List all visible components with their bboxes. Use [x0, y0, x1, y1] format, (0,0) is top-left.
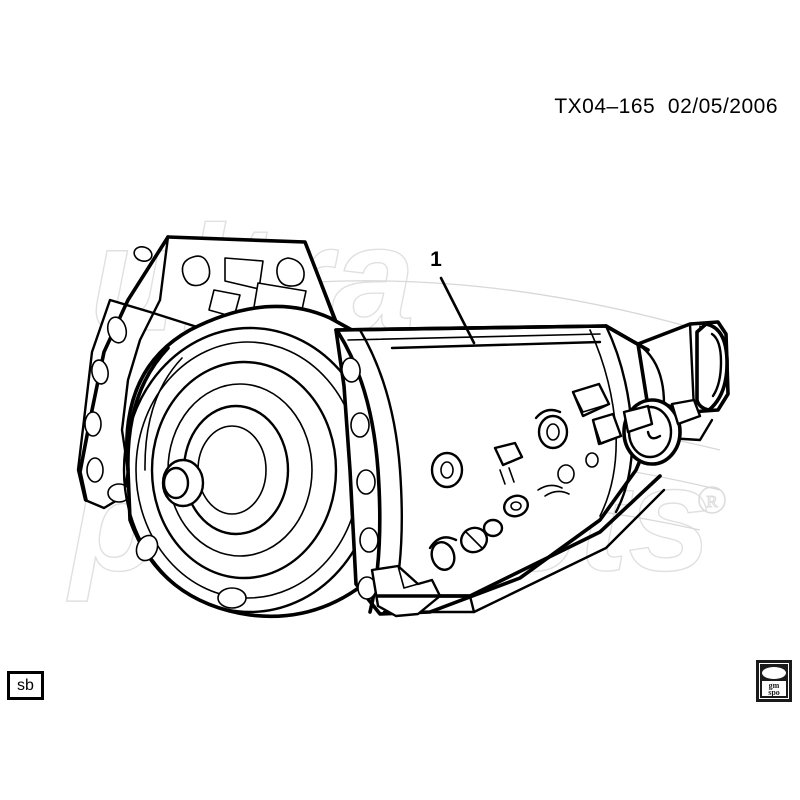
transmission-case [334, 324, 666, 618]
gm-spo-logo-icon: gm spo [756, 660, 792, 702]
callout-number-1[interactable]: 1 [430, 248, 442, 271]
gm-spo-logo: gm spo [756, 660, 792, 702]
output-shaft-end [695, 322, 729, 412]
artist-initials-box: sb [7, 671, 44, 700]
case-contour-accents [334, 324, 650, 598]
gm-logo-line-1: gm [769, 681, 780, 690]
transmission-assembly [76, 235, 730, 619]
drawing-header-code: TX04–165 02/05/2006 [554, 95, 778, 118]
callout-leader-line [439, 276, 476, 345]
case-mounting-foot [370, 564, 442, 618]
governor-cover [622, 398, 702, 466]
svg-text:R: R [706, 492, 718, 511]
watermark-trademark-icon: R [698, 486, 726, 514]
artist-initials-label: sb [17, 676, 34, 694]
gm-logo-line-2: spo [768, 688, 780, 697]
callout-1: 1 [430, 248, 476, 345]
case-side-details [428, 382, 623, 571]
